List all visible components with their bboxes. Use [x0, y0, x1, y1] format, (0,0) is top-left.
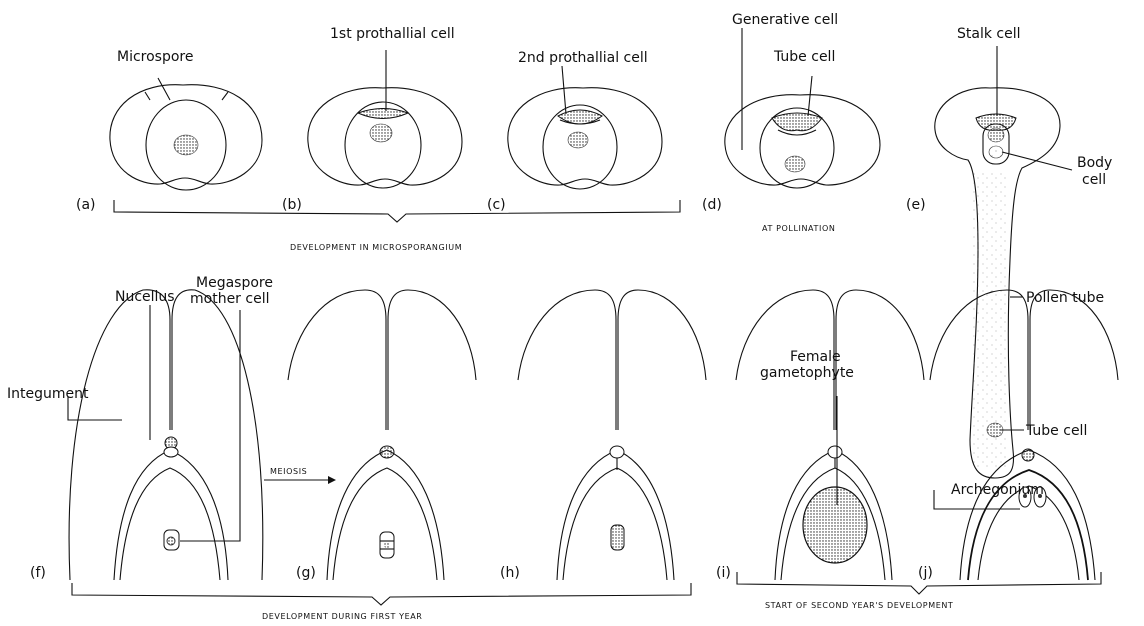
label-pollen-tube: Pollen tube — [1026, 290, 1104, 306]
label-first-prothallial-cell: 1st prothallial cell — [330, 26, 455, 42]
label-meiosis: MEIOSIS — [270, 467, 307, 476]
panel-label-h: (h) — [500, 565, 520, 581]
label-female-gametophyte: Female gametophyte — [760, 349, 854, 381]
panel-label-i: (i) — [716, 565, 731, 581]
label-megaspore-line1: Megaspore — [196, 275, 273, 291]
ovule-h — [518, 290, 706, 580]
label-megaspore-line2: mother cell — [190, 291, 269, 307]
ovule-g — [288, 290, 476, 580]
label-integument: Integument — [7, 386, 89, 402]
label-body-cell-line1: Body — [1077, 155, 1112, 171]
label-body-cell: Body cell — [1077, 155, 1117, 188]
label-generative-cell: Generative cell — [732, 12, 838, 28]
panel-label-b: (b) — [282, 197, 302, 213]
label-female-line2: gametophyte — [760, 365, 854, 381]
pollen-grain-e — [935, 88, 1060, 478]
meiosis-arrow — [264, 476, 336, 484]
panel-label-c: (c) — [487, 197, 506, 213]
label-archegonium: Archegonium — [951, 482, 1044, 498]
pollen-grain-d — [725, 95, 880, 188]
label-second-prothallial-cell: 2nd prothallial cell — [518, 50, 648, 66]
panel-label-f: (f) — [30, 565, 46, 581]
top-pointers — [158, 28, 1072, 430]
brackets — [72, 200, 1101, 605]
label-tube-cell-e: Tube cell — [1025, 423, 1087, 439]
panel-label-j: (j) — [918, 565, 933, 581]
label-microspore: Microspore — [117, 49, 194, 65]
pollen-grain-b — [308, 88, 462, 188]
label-nucellus: Nucellus — [115, 289, 175, 305]
caption-second-year: START OF SECOND YEAR'S DEVELOPMENT — [765, 601, 953, 610]
panel-label-e: (e) — [906, 197, 926, 213]
caption-microsporangium: DEVELOPMENT IN MICROSPORANGIUM — [290, 243, 462, 252]
panel-label-d: (d) — [702, 197, 722, 213]
pollen-grain-a — [110, 85, 262, 190]
label-megaspore-mother-cell: Megaspore mother cell — [190, 275, 277, 307]
bottom-pointers — [68, 305, 1020, 541]
caption-pollination: AT POLLINATION — [762, 224, 835, 233]
panel-label-g: (g) — [296, 565, 316, 581]
label-tube-cell-d: Tube cell — [773, 49, 835, 65]
label-body-cell-line2: cell — [1082, 172, 1106, 188]
panel-label-a: (a) — [76, 197, 96, 213]
ovule-j — [930, 290, 1118, 580]
ovule-i — [736, 290, 924, 580]
label-stalk-cell: Stalk cell — [957, 26, 1021, 42]
ovule-f — [69, 290, 263, 580]
label-female-line1: Female — [790, 349, 841, 365]
caption-first-year: DEVELOPMENT DURING FIRST YEAR — [262, 612, 422, 621]
pollen-grain-c — [508, 88, 662, 189]
